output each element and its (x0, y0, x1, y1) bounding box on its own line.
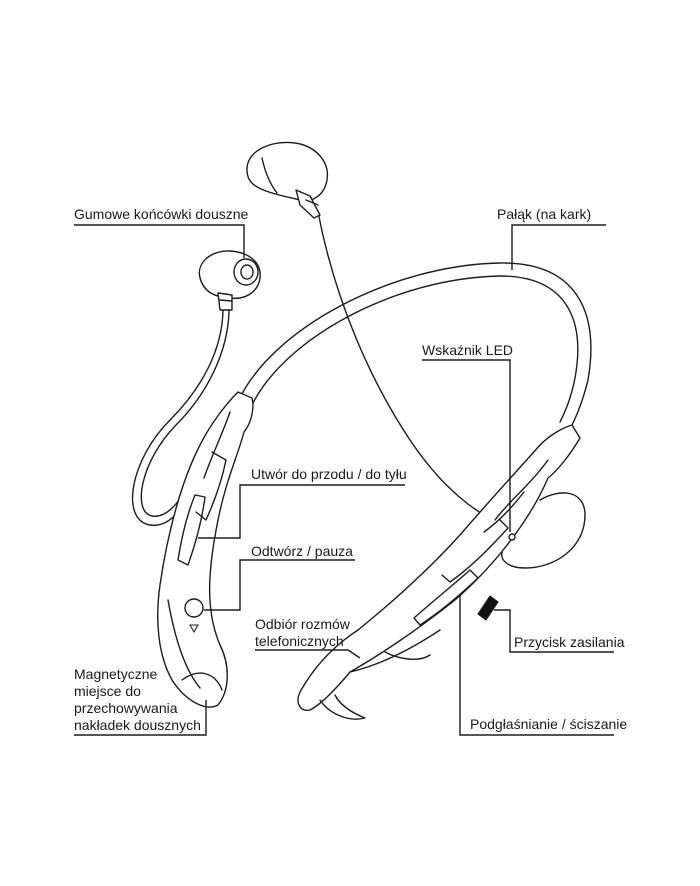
led-indicator-icon (508, 533, 516, 541)
label-ear-tips: Gumowe końcówki douszne (74, 206, 249, 222)
label-neckband: Pałąk (na kark) (497, 206, 592, 222)
leader-play-pause (204, 559, 355, 611)
leader-track (198, 484, 405, 539)
left-housing (157, 391, 254, 708)
label-led: Wskaźnik LED (422, 342, 514, 358)
label-call: Odbiór rozmów telefonicznych (255, 616, 350, 649)
label-track: Utwór do przodu / do tyłu (251, 466, 407, 482)
leader-magnetic (74, 700, 207, 736)
label-play-pause: Odtwórz / pauza (251, 543, 353, 559)
earbud-icon (246, 141, 329, 219)
leader-call (255, 649, 361, 659)
power-button-icon (477, 595, 499, 621)
leader-power (494, 609, 614, 653)
leader-neckband (511, 224, 606, 270)
loop-cable (501, 492, 586, 569)
leader-ear-tips (74, 224, 245, 258)
play-pause-button-icon (184, 598, 204, 618)
leader-volume (459, 595, 614, 736)
earbud-icon (198, 250, 261, 311)
label-volume: Podgłaśnianie / ściszanie (470, 716, 628, 732)
neckband-icon (237, 262, 592, 426)
label-power: Przycisk zasilania (514, 634, 625, 650)
label-magnetic: Magnetyczne miejsce do przechowywania na… (74, 666, 201, 733)
leader-led (422, 359, 511, 532)
